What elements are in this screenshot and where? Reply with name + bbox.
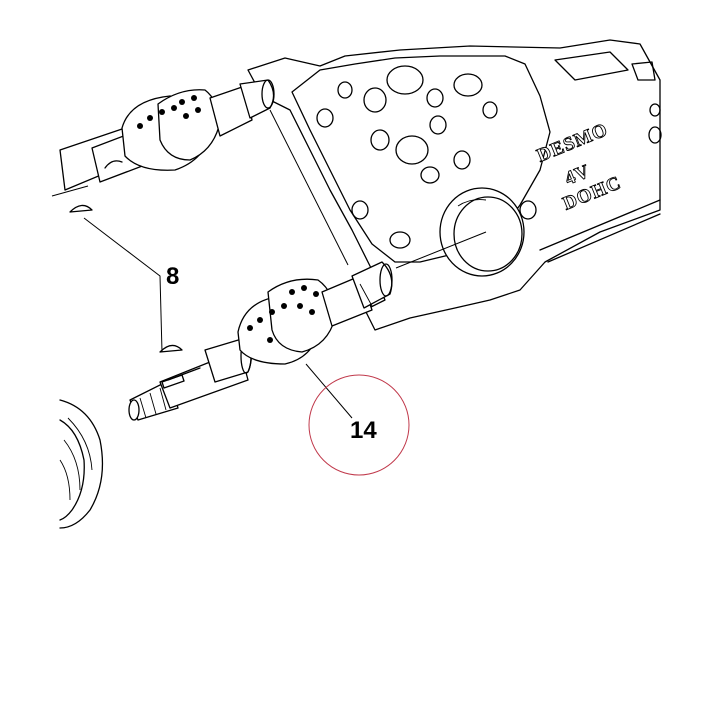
assembly-guide-lines	[51, 109, 487, 269]
upper-camshaft	[59, 79, 275, 191]
callout-14: 14	[305, 363, 410, 476]
highlight-circle	[308, 374, 410, 476]
callout-label-14: 14	[350, 417, 377, 444]
engine-markings: DESMO 4V DOHC	[534, 119, 625, 215]
camshaft-14	[128, 261, 393, 421]
callout-label-8: 8	[166, 263, 179, 290]
callout-8: 8	[83, 217, 179, 353]
pulley-cover	[59, 399, 104, 529]
woodruff-key-lower	[159, 344, 183, 353]
engine-marking-desmo: DESMO	[534, 119, 611, 166]
woodruff-key-upper	[69, 204, 93, 213]
